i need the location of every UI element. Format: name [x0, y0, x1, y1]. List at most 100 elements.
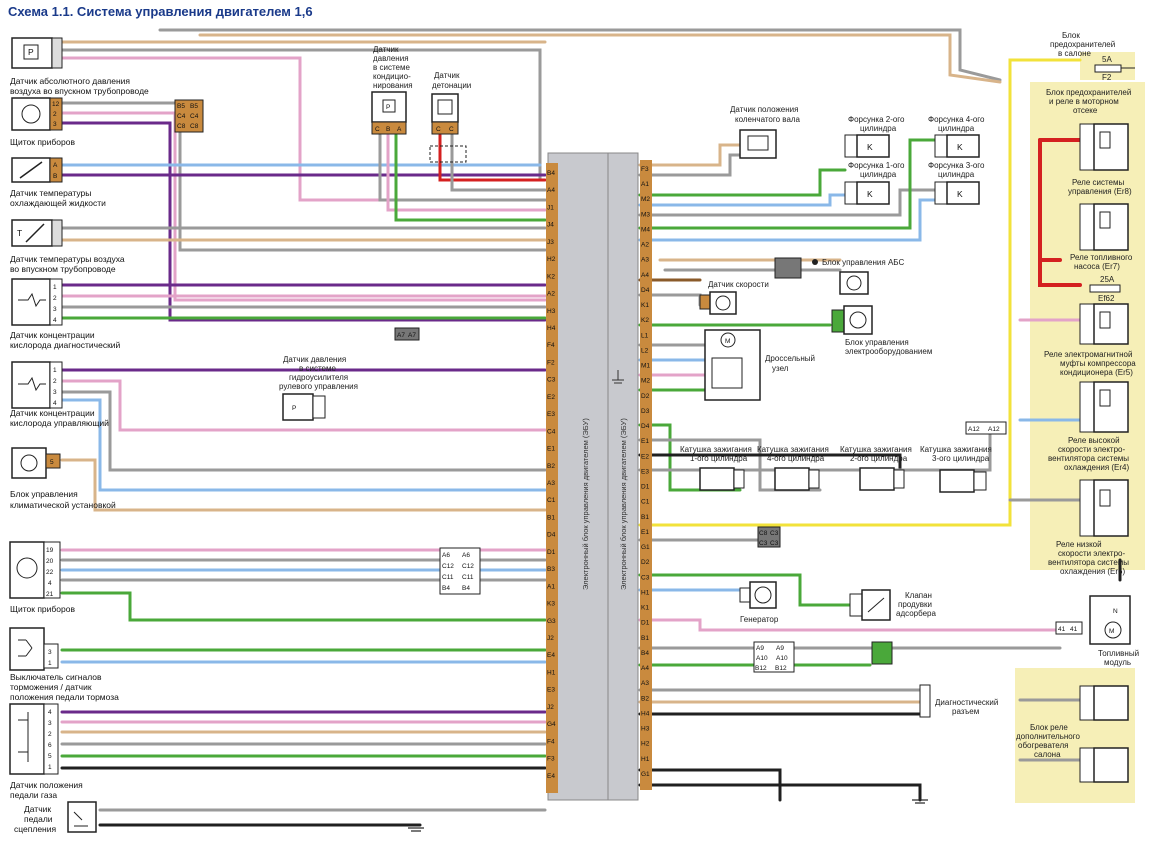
engine-fuse-label-3: отсеке — [1073, 106, 1098, 115]
wires — [60, 28, 1122, 827]
ecu-left-pin: E3 — [547, 411, 555, 418]
conn-a9-b: A9 — [776, 645, 784, 652]
climate-pin-5: 5 — [50, 459, 54, 466]
o2c-pin-3: 3 — [53, 389, 57, 396]
coil1-label-2: 1-ого цилиндра — [690, 454, 748, 463]
ecu-left-pin: D1 — [547, 549, 556, 556]
conn-b4-b: B4 — [462, 585, 470, 592]
diagram-title: Схема 1.1. Система управления двигателем… — [8, 4, 313, 19]
low-speed-fan-relay: Реле низкой скорости электро- вентилятор… — [1048, 479, 1129, 576]
ecu-right-pin: A1 — [641, 181, 649, 188]
knock-pin-1: C — [436, 126, 441, 133]
ecu-left-pin: H2 — [547, 256, 556, 263]
conn-41-b: 41 — [1070, 626, 1078, 633]
ac-pin-a: A — [397, 126, 402, 133]
conn-c8-b: C8 — [190, 123, 199, 130]
pedal-pin-2: 2 — [48, 731, 52, 738]
injector-4: Форсунка 4-ого цилиндра K — [928, 115, 985, 158]
ecu-label-left: Электронный блок управления двигателем (… — [581, 418, 590, 590]
ecu-right-pin: K2 — [641, 317, 649, 324]
svg-text:K: K — [957, 142, 963, 152]
ecu-left-pin: F3 — [547, 756, 555, 763]
dash1-pin-12: 12 — [52, 101, 60, 108]
o2c-label-2: кислорода управляющий — [10, 418, 109, 428]
relay-low-label-2: скорости электро- — [1058, 549, 1125, 558]
ecu-left-pin: E1 — [547, 446, 555, 453]
connector-b5-c4-c8: B5 B5 C4 C4 C8 C8 — [174, 99, 204, 133]
iat-symbol: T — [17, 228, 22, 238]
climate-label-2: климатической установкой — [10, 500, 116, 510]
connector-a7: A7 A7 — [394, 327, 420, 341]
relay-ac-label-2: муфты компрессора — [1060, 359, 1136, 368]
map-label-2: воздуха во впускном трубопроводе — [10, 86, 149, 96]
ecu-right-pin-labels: F3A1M2M3M4A2A3A4D4K1K2L1L2M1M2D2D3D4E1E2… — [641, 166, 650, 778]
ecu-right-pin: H1 — [641, 756, 650, 763]
o2d-pin-3: 3 — [53, 306, 57, 313]
ecu-right-pin: A4 — [641, 272, 649, 279]
ecu-right-pin: D1 — [641, 484, 650, 491]
cabin-fuse-rating: 5A — [1102, 55, 1112, 64]
ps-label-3: гидроусилителя — [289, 373, 348, 382]
ecu-left-pin-strip — [546, 163, 558, 793]
cabin-fuse-label-3: в салоне — [1058, 49, 1092, 58]
electrical-equipment-unit: Блок управления электрооборудованием — [831, 305, 932, 356]
conn-41-a: 41 — [1058, 626, 1066, 633]
throttle-label-2: узел — [772, 364, 789, 373]
pedal-pin-5: 5 — [48, 753, 52, 760]
throttle-body: M Дроссельный узел — [704, 329, 815, 401]
canister-label-3: адсорбера — [896, 609, 936, 618]
canister-purge-valve: Клапан продувки адсорбера — [849, 589, 936, 621]
cabin-fuse-label-2: предохранителей — [1050, 40, 1115, 49]
brake-pin-1: 1 — [48, 660, 52, 667]
conn-b12-a: B12 — [755, 665, 767, 672]
ecu-right-pin: C1 — [641, 499, 650, 506]
ecu-left-pin: G4 — [547, 721, 556, 728]
climate-label-1: Блок управления — [10, 489, 78, 499]
ecu-left-pin: K3 — [547, 601, 555, 608]
relay-high-label-2: скорости электро- — [1058, 445, 1125, 454]
ps-label-2: в системе — [299, 364, 336, 373]
dash2-pin-22: 22 — [46, 569, 54, 576]
ecu-left-pin: J3 — [547, 239, 554, 246]
heater-label-2: дополнительного — [1016, 732, 1080, 741]
throttle-label-1: Дроссельный — [765, 354, 815, 363]
coil3-label-2: 3-ого цилиндра — [932, 454, 990, 463]
coolant-label-1: Датчик температуры — [10, 188, 91, 198]
injector-1: Форсунка 1-ого цилиндра K — [844, 161, 905, 205]
diag-label-2: разъем — [952, 707, 979, 716]
inj3-label-2: цилиндра — [938, 170, 975, 179]
relay-high-label-4: охлаждения (Er4) — [1064, 463, 1130, 472]
ecu-right-pin: H3 — [641, 726, 650, 733]
coil2-label-1: Катушка зажигания — [840, 445, 912, 454]
conn-c11-b: C11 — [462, 574, 474, 581]
ecu-ground-icon — [612, 370, 624, 384]
relay-ac-label-1: Реле электромагнитной — [1044, 350, 1132, 359]
conn-c11-a: C11 — [442, 574, 454, 581]
generator-label: Генератор — [740, 615, 779, 624]
relay-ac-label-3: кондиционера (Er5) — [1060, 368, 1133, 377]
relay-low-label-4: охлаждения (Er6) — [1060, 567, 1126, 576]
conn-c8c3-b: C3 — [770, 530, 779, 537]
conn-c3c3-b: C3 — [770, 540, 779, 547]
ecu-right-pin: M2 — [641, 196, 650, 203]
diag-label-1: Диагностический — [935, 698, 998, 707]
conn-a10-b: A10 — [776, 655, 788, 662]
generator: Генератор — [739, 581, 779, 624]
o2c-pin-2: 2 — [53, 378, 57, 385]
dash1-pin-2: 2 — [53, 111, 57, 118]
ecu-right-pin: M3 — [641, 211, 650, 218]
ac-pin-c: C — [375, 126, 380, 133]
coolant-pin-a: A — [53, 162, 58, 169]
brake-pin-3: 3 — [48, 649, 52, 656]
pedal-label-1: Датчик положения — [10, 780, 83, 790]
coil2-label-2: 2-ого цилиндра — [850, 454, 908, 463]
svg-text:M: M — [1109, 628, 1114, 635]
o2c-pin-1: 1 — [53, 367, 57, 374]
ecu-right-pin: E3 — [641, 468, 649, 475]
fuse-f62-id: Ef62 — [1098, 294, 1115, 303]
ecu-right-pin: G1 — [641, 544, 650, 551]
ecu-left-pin: C4 — [547, 428, 556, 435]
ecu-left-pin: F4 — [547, 738, 555, 745]
ecu-left-pin: K2 — [547, 273, 555, 280]
